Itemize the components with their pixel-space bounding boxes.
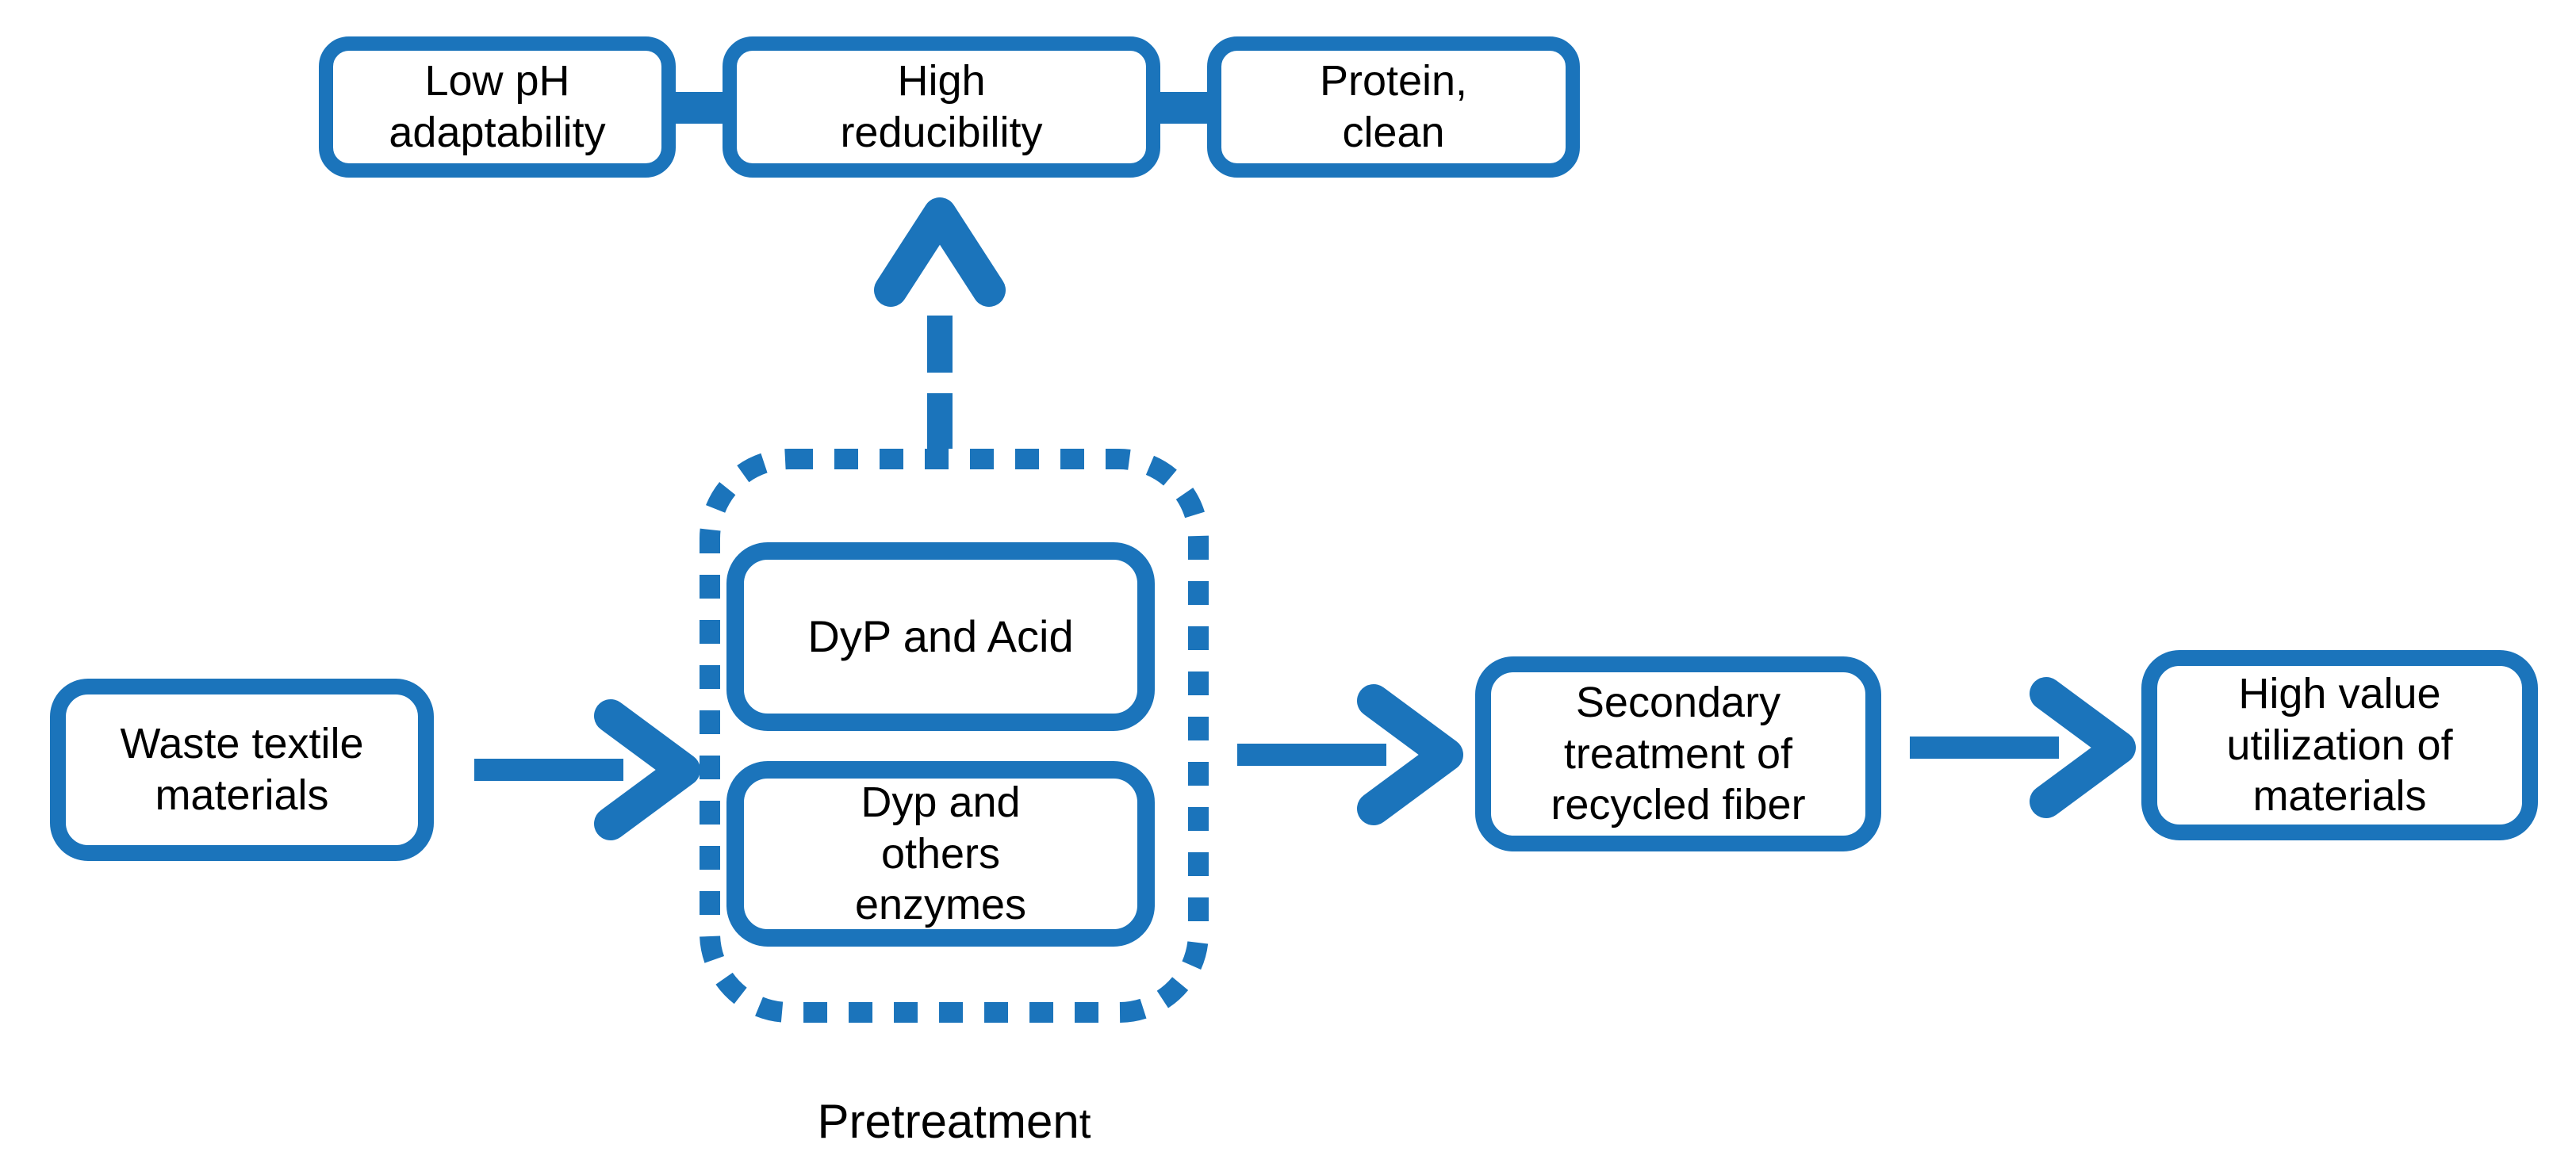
arrow-dash — [927, 393, 953, 449]
arrow-head — [1357, 684, 1463, 825]
node-waste-textile-materials: Waste textile materials — [50, 679, 434, 861]
dashed-up-chevron-arrow-icon — [874, 197, 1006, 449]
right-arrow-icon — [474, 699, 700, 840]
box-link-bar-icon — [1159, 92, 1208, 124]
pretreatment-caption-main: Pretreatmen — [817, 1095, 1079, 1148]
arrow-head — [874, 197, 1006, 307]
right-arrow-icon — [1237, 684, 1463, 825]
arrow-head — [2030, 677, 2136, 818]
pretreatment-caption: Pretreatment — [700, 1096, 1209, 1148]
node-low-ph-adaptability: Low pH adaptability — [319, 36, 676, 178]
pretreatment-group-dotted-border-icon — [700, 449, 1209, 1023]
arrow-dash — [927, 316, 953, 373]
node-dyp-and-acid: DyP and Acid — [726, 542, 1155, 731]
dotted-rounded-rectangle — [700, 449, 1209, 1023]
node-high-value-utilization: High value utilization of materials — [2141, 650, 2538, 840]
node-protein-clean: Protein, clean — [1207, 36, 1580, 178]
arrow-head — [594, 699, 700, 840]
node-high-reducibility: High reducibility — [723, 36, 1160, 178]
node-secondary-treatment: Secondary treatment of recycled fiber — [1475, 656, 1881, 851]
pretreatment-caption-tail: t — [1079, 1100, 1091, 1147]
box-link-bar-icon — [674, 92, 723, 124]
right-arrow-icon — [1910, 677, 2136, 818]
node-dyp-and-others-enzymes: Dyp and others enzymes — [726, 761, 1155, 947]
